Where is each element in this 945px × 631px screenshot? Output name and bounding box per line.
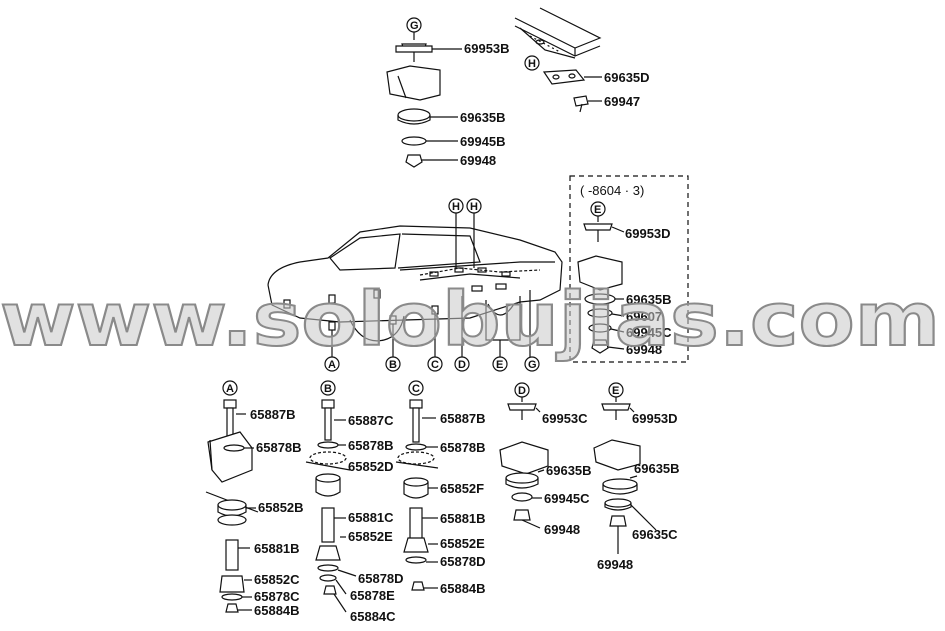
label-69945B: 69945B: [460, 134, 506, 149]
car-callout-h2: H: [470, 201, 478, 213]
labels-column-c: C 65887B 65878B 65852F 65881B 65852E 658…: [412, 383, 486, 596]
label-a-65852B: 65852B: [258, 500, 304, 515]
plate: [542, 69, 586, 85]
car-body: [267, 198, 563, 372]
label-a-65884B: 65884B: [254, 603, 300, 618]
column-a-parts: [205, 380, 259, 613]
labels-h-top: H 69635D 69947: [528, 58, 650, 109]
label-b-65881C: 65881C: [348, 510, 394, 525]
label-c-65881B: 65881B: [440, 511, 486, 526]
car-callout-e: E: [496, 359, 503, 371]
watermark-text: www.solobujias.com: [0, 277, 940, 363]
label-d-69945C: 69945C: [544, 491, 590, 506]
front-wheel: [349, 315, 405, 342]
label-69953D-inset: 69953D: [625, 226, 671, 241]
callout-c: C: [412, 383, 420, 395]
frame-rail: [514, 7, 602, 49]
callout-e-inset: E: [594, 204, 601, 216]
labels-inset: ( -8604 · 3) E 69953D 69635B 69607 69945…: [580, 183, 672, 357]
label-d-69953C: 69953C: [542, 411, 588, 426]
nut: [405, 154, 423, 168]
rubber-pad: [397, 108, 431, 122]
label-c-65887B: 65887B: [440, 411, 486, 426]
labels-column-d: D 69953C 69635B 69945C 69948: [518, 385, 592, 537]
car-callouts: H H A B C D E G: [328, 201, 537, 371]
label-69953B: 69953B: [464, 41, 510, 56]
label-d-69948: 69948: [544, 522, 580, 537]
label-e-69948: 69948: [597, 557, 633, 572]
range-note: ( -8604 · 3): [580, 183, 644, 198]
callout-b: B: [324, 383, 332, 395]
label-b-65852E: 65852E: [348, 529, 393, 544]
column-c-parts: [395, 380, 439, 591]
label-69947: 69947: [604, 94, 640, 109]
label-a-65881B: 65881B: [254, 541, 300, 556]
label-b-65878E: 65878E: [350, 588, 395, 603]
label-c-65878B: 65878B: [440, 440, 486, 455]
label-d-69635B: 69635B: [546, 463, 592, 478]
rear-mudflap: [485, 296, 521, 341]
label-69948-inset: 69948: [626, 342, 662, 357]
label-69635B: 69635B: [460, 110, 506, 125]
label-69635B-inset: 69635B: [626, 292, 672, 307]
label-c-65884B: 65884B: [440, 581, 486, 596]
car-callout-b: B: [389, 359, 397, 371]
car-callout-a: A: [328, 359, 336, 371]
callout-d: D: [518, 385, 526, 397]
labels-column-a: A 65887B 65878B 65852B 65881B 65852C 658…: [226, 383, 304, 618]
column-b-parts: [305, 380, 357, 613]
label-69945C-inset: 69945C: [626, 325, 672, 340]
label-b-65887C: 65887C: [348, 413, 394, 428]
label-b-65878D: 65878D: [358, 571, 404, 586]
car-callout-d: D: [458, 359, 466, 371]
label-e-69635B: 69635B: [634, 461, 680, 476]
clip: [573, 95, 589, 107]
mount-bracket-a: [207, 431, 253, 483]
car-callout-g: G: [528, 359, 537, 371]
label-b-65878B: 65878B: [348, 438, 394, 453]
labels-column-e: E 69953D 69635B 69635C 69948: [597, 385, 680, 572]
label-c-65878D: 65878D: [440, 554, 486, 569]
column-e-parts: [593, 382, 657, 554]
windshield: [329, 233, 401, 271]
label-a-65887B: 65887B: [250, 407, 296, 422]
group-h-top: [514, 7, 602, 113]
car-outline: [267, 225, 563, 303]
label-e-69635C: 69635C: [632, 527, 678, 542]
label-e-69953D: 69953D: [632, 411, 678, 426]
label-a-65852C: 65852C: [254, 572, 300, 587]
car-callout-h1: H: [452, 201, 460, 213]
callout-a: A: [226, 383, 234, 395]
callout-circle-h-top: [524, 55, 540, 71]
label-69635D: 69635D: [604, 70, 650, 85]
car-callout-c: C: [431, 359, 439, 371]
label-a-65878B: 65878B: [256, 440, 302, 455]
group-g-top: [386, 17, 462, 168]
label-a-65878C: 65878C: [254, 589, 300, 604]
label-b-65852D: 65852D: [348, 459, 394, 474]
washer: [401, 136, 427, 146]
label-69607: 69607: [626, 309, 662, 324]
inset-box: [569, 175, 689, 363]
label-69948: 69948: [460, 153, 496, 168]
callout-g-top: G: [410, 20, 419, 32]
labels-column-b: B 65887C 65878B 65852D 65881C 65852E 658…: [324, 383, 404, 624]
callout-e: E: [612, 385, 619, 397]
label-c-65852F: 65852F: [440, 481, 484, 496]
labels-g-top: G 69953B 69635B 69945B 69948: [410, 20, 510, 168]
label-c-65852E: 65852E: [440, 536, 485, 551]
callout-h-top: H: [528, 58, 536, 70]
label-b-65884C: 65884C: [350, 609, 396, 624]
inset-border: [569, 175, 689, 363]
bracket: [386, 65, 441, 101]
column-d-parts: [499, 382, 549, 529]
